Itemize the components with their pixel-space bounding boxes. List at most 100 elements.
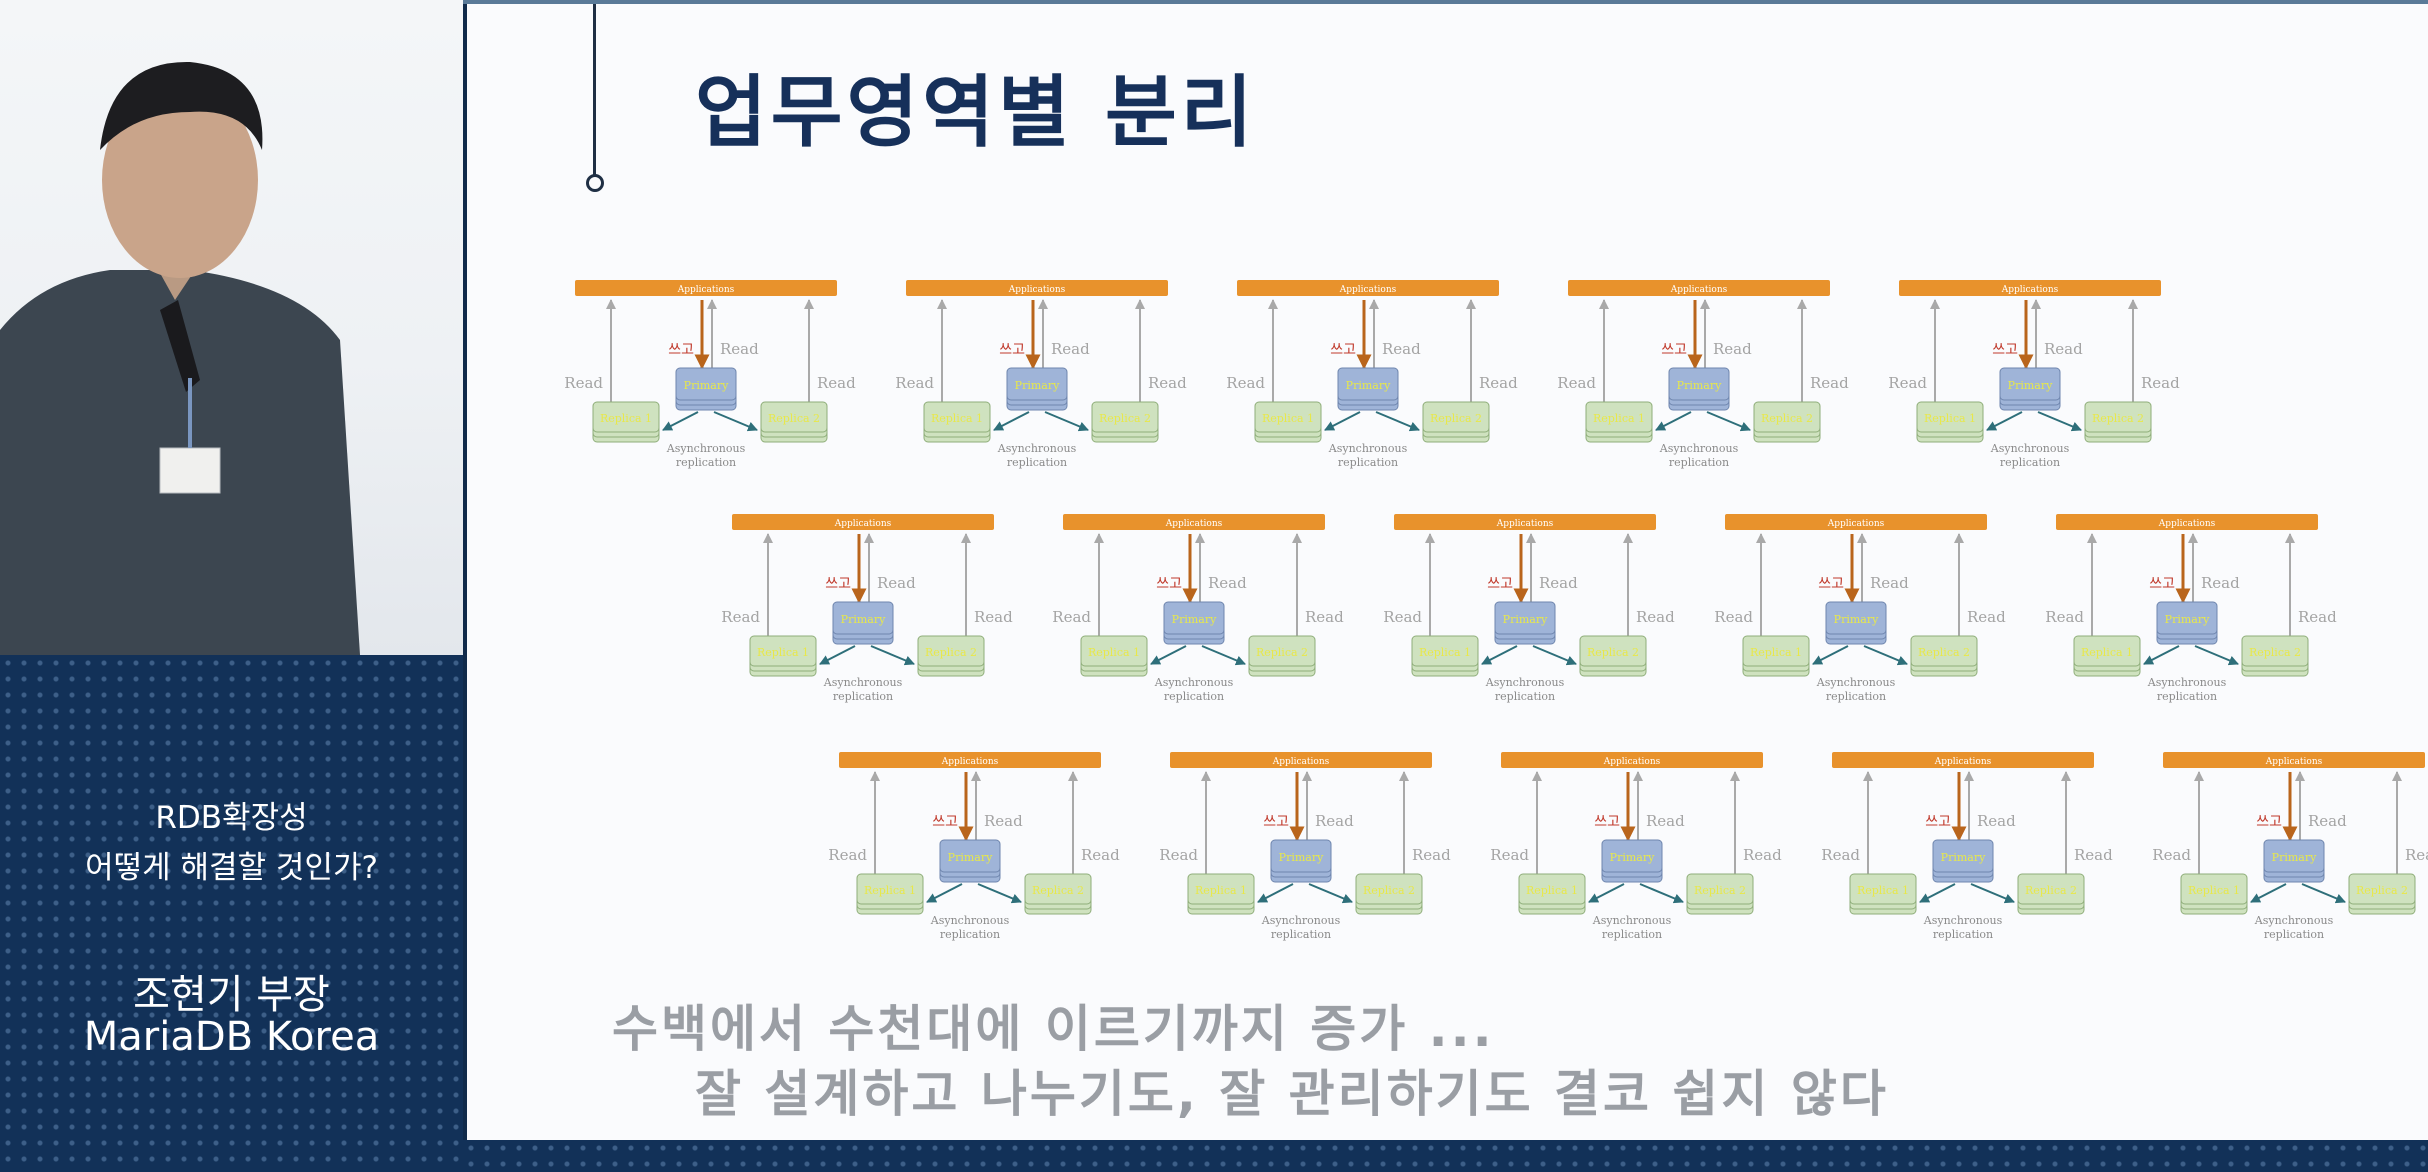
- primary-node-label: Primary: [2165, 613, 2210, 626]
- replication-label-line1: Asynchronous: [1154, 676, 1234, 689]
- replica2-node: Replica 2: [917, 635, 985, 677]
- applications-label: Applications: [677, 285, 735, 295]
- replication-label-line1: Asynchronous: [823, 676, 903, 689]
- primary-node: Primary: [1668, 367, 1730, 411]
- replica2-node-layer: [1091, 401, 1159, 433]
- speaker-illustration: [0, 61, 360, 655]
- primary-node-label: Primary: [2008, 379, 2053, 392]
- speaker-photo: [0, 0, 463, 655]
- replica1-node: Replica 1: [749, 635, 817, 677]
- replica2-node: Replica 2: [2241, 635, 2309, 677]
- replication-label-line2: replication: [1602, 928, 1662, 941]
- slide-note-line1: 수백에서 수천대에 이르기까지 증가 ...: [612, 1000, 1495, 1058]
- write-label: 쓰고: [1330, 342, 1356, 358]
- read-label-primary: Read: [2201, 574, 2240, 592]
- replica2-node-layer: [1248, 635, 1316, 667]
- replica2-node: Replica 2: [1579, 635, 1647, 677]
- read-label-left: Read: [1888, 374, 1927, 392]
- replication-arrow-right: [1532, 645, 1577, 666]
- write-label: 쓰고: [1925, 814, 1951, 830]
- replication-arrow-right: [1639, 883, 1684, 904]
- replica2-node-layer: [2017, 873, 2085, 905]
- read-label-right: Read: [2141, 374, 2180, 392]
- replica1-node-label: Replica 1: [600, 412, 652, 425]
- read-label-primary: Read: [1315, 812, 1354, 830]
- replica2-node: Replica 2: [2348, 873, 2416, 915]
- replica1-node: Replica 1: [2073, 635, 2141, 677]
- read-label-primary: Read: [1870, 574, 1909, 592]
- primary-node: Primary: [1601, 839, 1663, 883]
- applications-bar: [1568, 280, 1830, 296]
- read-label-right: Read: [1479, 374, 1518, 392]
- primary-node-layer: [939, 839, 1001, 873]
- replica2-node-label: Replica 2: [1694, 884, 1746, 897]
- read-label-left: Read: [828, 846, 867, 864]
- replication-arrow-right: [1863, 645, 1908, 666]
- replica2-node-layer: [2084, 401, 2152, 433]
- replication-label-line1: Asynchronous: [1328, 442, 1408, 455]
- primary-node-layer: [1337, 367, 1399, 401]
- read-label-left: Read: [1159, 846, 1198, 864]
- replica2-node-label: Replica 2: [768, 412, 820, 425]
- event-title-line2: 어떻게 해결할 것인가?: [85, 850, 378, 886]
- write-label: 쓰고: [825, 576, 851, 592]
- applications-label: Applications: [1670, 285, 1728, 295]
- replica2-node: Replica 2: [1091, 401, 1159, 443]
- replication-arrow-left: [1150, 645, 1187, 665]
- replica2-node-label: Replica 2: [1761, 412, 1813, 425]
- read-label-left: Read: [2152, 846, 2191, 864]
- applications-label: Applications: [2001, 285, 2059, 295]
- replica1-node: Replica 1: [1742, 635, 1810, 677]
- replication-label-line1: Asynchronous: [1592, 914, 1672, 927]
- read-label-primary: Read: [1977, 812, 2016, 830]
- replica2-node-layer: [1024, 873, 1092, 905]
- replica2-node: Replica 2: [1910, 635, 1978, 677]
- read-label-right: Read: [1412, 846, 1451, 864]
- applications-label: Applications: [1272, 757, 1330, 767]
- speaker-org: MariaDB Korea: [83, 1014, 380, 1060]
- primary-node-label: Primary: [1941, 851, 1986, 864]
- replica1-node: Replica 1: [1080, 635, 1148, 677]
- replica1-node-layer: [1742, 635, 1810, 667]
- primary-node: Primary: [1825, 601, 1887, 645]
- replica2-node: Replica 2: [1248, 635, 1316, 677]
- replication-arrow-left: [2143, 645, 2180, 665]
- replication-label-line2: replication: [1338, 456, 1398, 469]
- replica2-node-label: Replica 2: [1256, 646, 1308, 659]
- replication-arrow-left: [1986, 411, 2023, 431]
- replication-arrow-left: [1588, 883, 1625, 903]
- replication-arrow-right: [1044, 411, 1089, 432]
- read-label-primary: Read: [1382, 340, 1421, 358]
- applications-bar: [839, 752, 1101, 768]
- write-label: 쓰고: [668, 342, 694, 358]
- primary-node: Primary: [1163, 601, 1225, 645]
- replica2-node-label: Replica 2: [1363, 884, 1415, 897]
- applications-bar: [1501, 752, 1763, 768]
- primary-node-layer: [675, 367, 737, 401]
- replication-arrow-right: [870, 645, 915, 666]
- replica1-node-layer: [749, 635, 817, 667]
- primary-node: Primary: [832, 601, 894, 645]
- read-label-right: Read: [1967, 608, 2006, 626]
- applications-label: Applications: [941, 757, 999, 767]
- replication-label-line1: Asynchronous: [2147, 676, 2227, 689]
- primary-node: Primary: [1006, 367, 1068, 411]
- replica2-node-label: Replica 2: [1918, 646, 1970, 659]
- replica2-node-layer: [917, 635, 985, 667]
- replication-arrow-left: [993, 411, 1030, 431]
- primary-node-label: Primary: [2272, 851, 2317, 864]
- replica1-node: Replica 1: [1585, 401, 1653, 443]
- replica2-node-layer: [760, 401, 828, 433]
- speaker-name: 조현기 부장: [133, 972, 330, 1018]
- replication-arrow-left: [1655, 411, 1692, 431]
- primary-node-label: Primary: [1015, 379, 1060, 392]
- replica2-node: Replica 2: [1422, 401, 1490, 443]
- read-label-right: Read: [2405, 846, 2428, 864]
- replication-label-line1: Asynchronous: [930, 914, 1010, 927]
- read-label-right: Read: [2074, 846, 2113, 864]
